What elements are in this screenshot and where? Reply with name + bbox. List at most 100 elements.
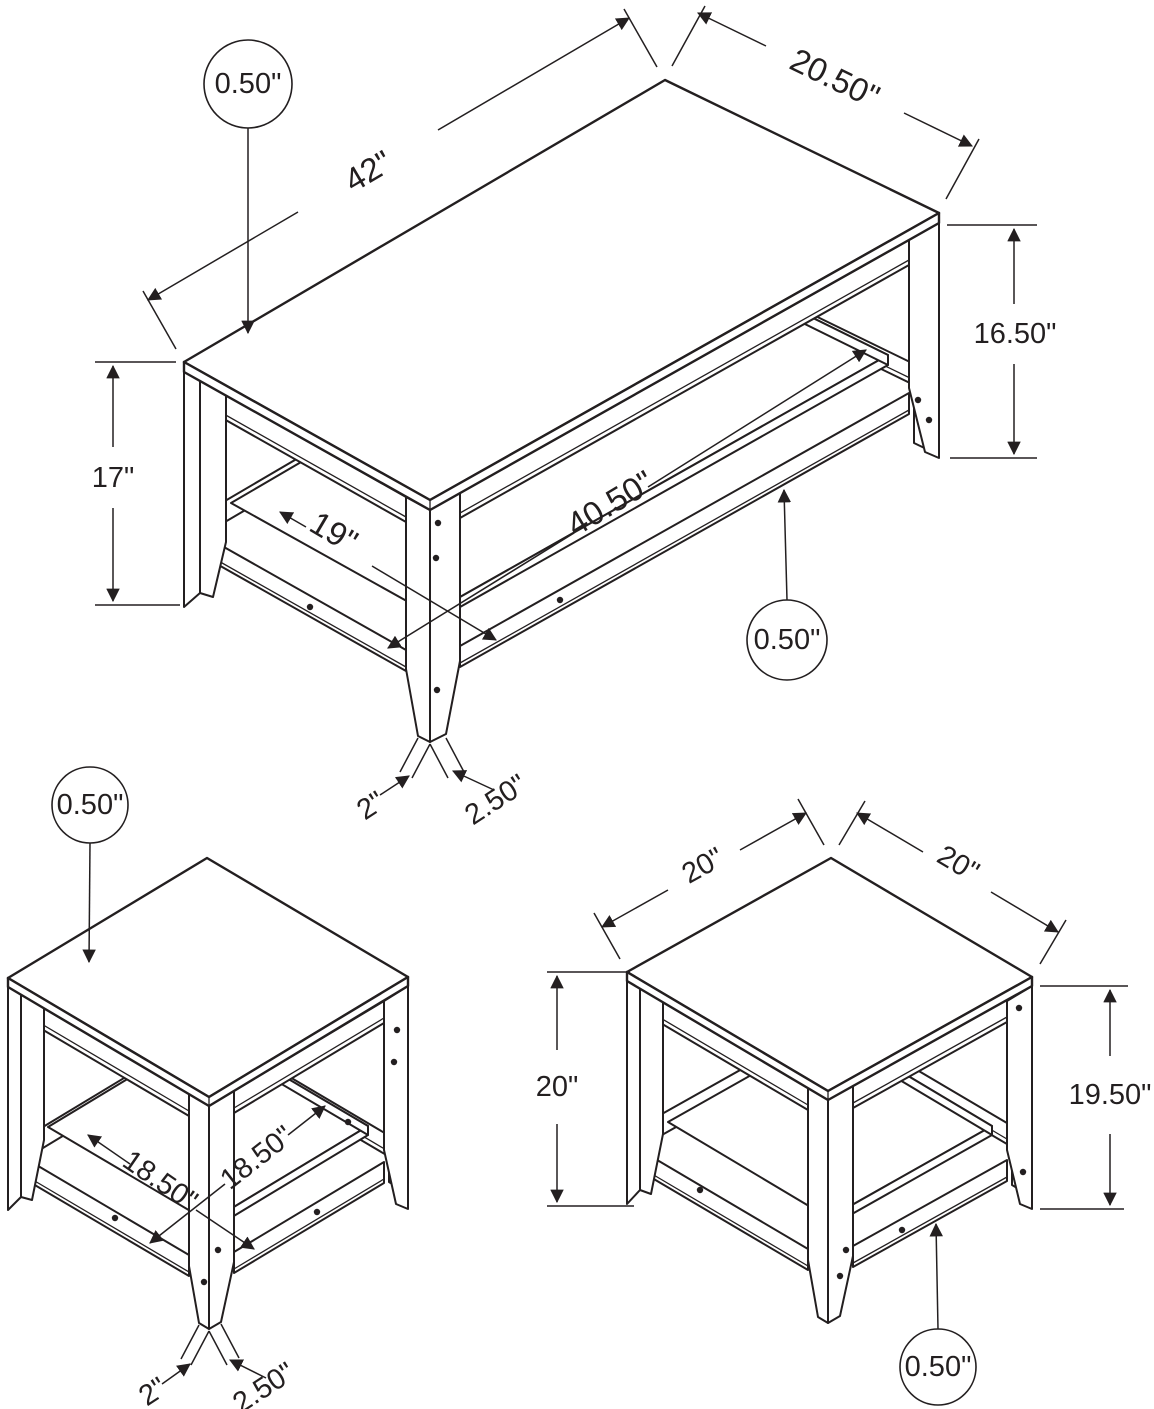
screw-dot <box>842 1246 850 1254</box>
left-table-front-leg <box>208 1090 235 1330</box>
right-table-underside-height-label: 19.50" <box>1069 1079 1152 1111</box>
left-table-top-thickness-label: 0.50" <box>57 789 124 821</box>
left-table-stretcher-line <box>233 1178 385 1270</box>
left-table-right-leg <box>383 985 409 1210</box>
extension-line <box>797 798 825 846</box>
screw-dot <box>390 1058 398 1066</box>
coffee-height-label: 17" <box>92 462 135 494</box>
dimension-line <box>87 1134 131 1165</box>
coffee-left-leg <box>183 363 201 608</box>
screw-dot <box>434 519 442 527</box>
screw-dot <box>393 1026 401 1034</box>
extension-line <box>180 1324 200 1360</box>
coffee-front-stretcher-line <box>459 409 910 664</box>
coffee-underside-height-label: 16.50" <box>974 318 1057 350</box>
dimension-line <box>149 1183 226 1244</box>
coffee-front-leg <box>405 496 431 743</box>
left-table-leg-depth-label: 2" <box>133 1371 173 1409</box>
left-table-stretcher-line <box>27 1176 190 1273</box>
dimension-line <box>601 889 669 928</box>
extension-line <box>220 1323 240 1359</box>
screw-dot <box>306 603 314 611</box>
screw-dot <box>111 1214 119 1222</box>
left-table-left-leg <box>7 979 22 1211</box>
leader-line <box>929 1222 943 1330</box>
dimension-line <box>287 1105 326 1136</box>
dimension-line <box>387 532 575 649</box>
screw-dot <box>1015 1004 1023 1012</box>
right-table-right-leg <box>1006 985 1033 1210</box>
end-table-left-drawing <box>6 856 410 1330</box>
screw-dot <box>432 554 440 562</box>
coffee-front-apron-line <box>459 259 910 514</box>
extension-line <box>593 912 621 960</box>
dimension-line <box>437 17 630 131</box>
extension-line <box>190 1330 210 1366</box>
extension-line <box>623 8 658 68</box>
coffee-front-leg <box>429 492 461 743</box>
dimension-line <box>647 349 867 488</box>
coffee-length-label: 42" <box>338 143 398 199</box>
extension-line <box>411 743 431 779</box>
coffee-top-thickness-label: 0.50" <box>215 68 282 100</box>
screw-dot <box>344 1118 352 1126</box>
screw-dot <box>696 1186 704 1194</box>
screw-dot <box>898 1226 906 1234</box>
right-table-front-leg <box>807 1087 829 1324</box>
right-table-stretcher-line <box>852 1176 1008 1264</box>
dimension-line <box>697 12 767 47</box>
dimension-line <box>195 1209 255 1250</box>
extension-line <box>445 737 465 773</box>
screw-dot <box>836 1272 844 1280</box>
extension-line <box>671 5 706 67</box>
right-table-top-width-label: 20" <box>932 839 985 888</box>
leader-line <box>82 842 96 964</box>
right-table-tabletop <box>625 856 1034 1093</box>
left-table-tabletop <box>6 856 410 1099</box>
right-table-apron-line <box>646 1009 809 1106</box>
right-table-stretcher-line <box>646 1170 809 1267</box>
extension-line <box>429 743 449 779</box>
right-table-front-leg <box>827 1084 854 1324</box>
dimension-line <box>452 770 495 791</box>
screw-dot <box>313 1208 321 1216</box>
right-table-left-leg <box>626 973 641 1205</box>
dimension-line <box>371 565 497 641</box>
right-table-top-length-label: 20" <box>677 842 730 891</box>
dimension-line <box>279 511 307 528</box>
right-table-height-label: 20" <box>536 1071 579 1103</box>
coffee-width-label: 20.50" <box>785 41 886 115</box>
coffee-left-stretcher-line <box>207 554 407 668</box>
left-table-apron-line <box>233 1017 385 1109</box>
end-table-right-dimensions: 20" 20" 20" 19.50" 0.50" <box>536 798 1152 1406</box>
coffee-table-drawing <box>182 78 941 743</box>
coffee-leg-width-label: 2.50" <box>459 768 532 831</box>
extension-line <box>945 138 980 200</box>
dimension-line <box>379 775 410 796</box>
screw-dot <box>914 396 922 404</box>
extension-line <box>399 737 419 773</box>
right-table-apron-line <box>852 1016 1008 1104</box>
screw-dot <box>1019 1168 1027 1176</box>
dimension-line <box>229 1359 267 1379</box>
extension-line <box>208 1330 228 1366</box>
screw-dot <box>433 686 441 694</box>
extension-line <box>838 800 866 846</box>
extension-line <box>142 290 177 350</box>
coffee-left-leg <box>199 363 227 598</box>
leader-line <box>777 488 792 601</box>
extension-line <box>1039 919 1067 965</box>
coffee-shelf-thickness-label: 0.50" <box>754 624 821 656</box>
right-table-shelf-thickness-label: 0.50" <box>905 1351 972 1383</box>
dimension-line <box>739 812 807 851</box>
dimension-line <box>903 112 973 147</box>
left-table-apron-line <box>27 1015 190 1112</box>
screw-dot <box>200 1278 208 1286</box>
dimension-line <box>147 211 299 301</box>
coffee-left-apron-line <box>207 404 407 518</box>
dimension-line <box>161 1363 191 1385</box>
dimension-line <box>990 891 1059 933</box>
end-table-right-drawing <box>625 856 1034 1324</box>
